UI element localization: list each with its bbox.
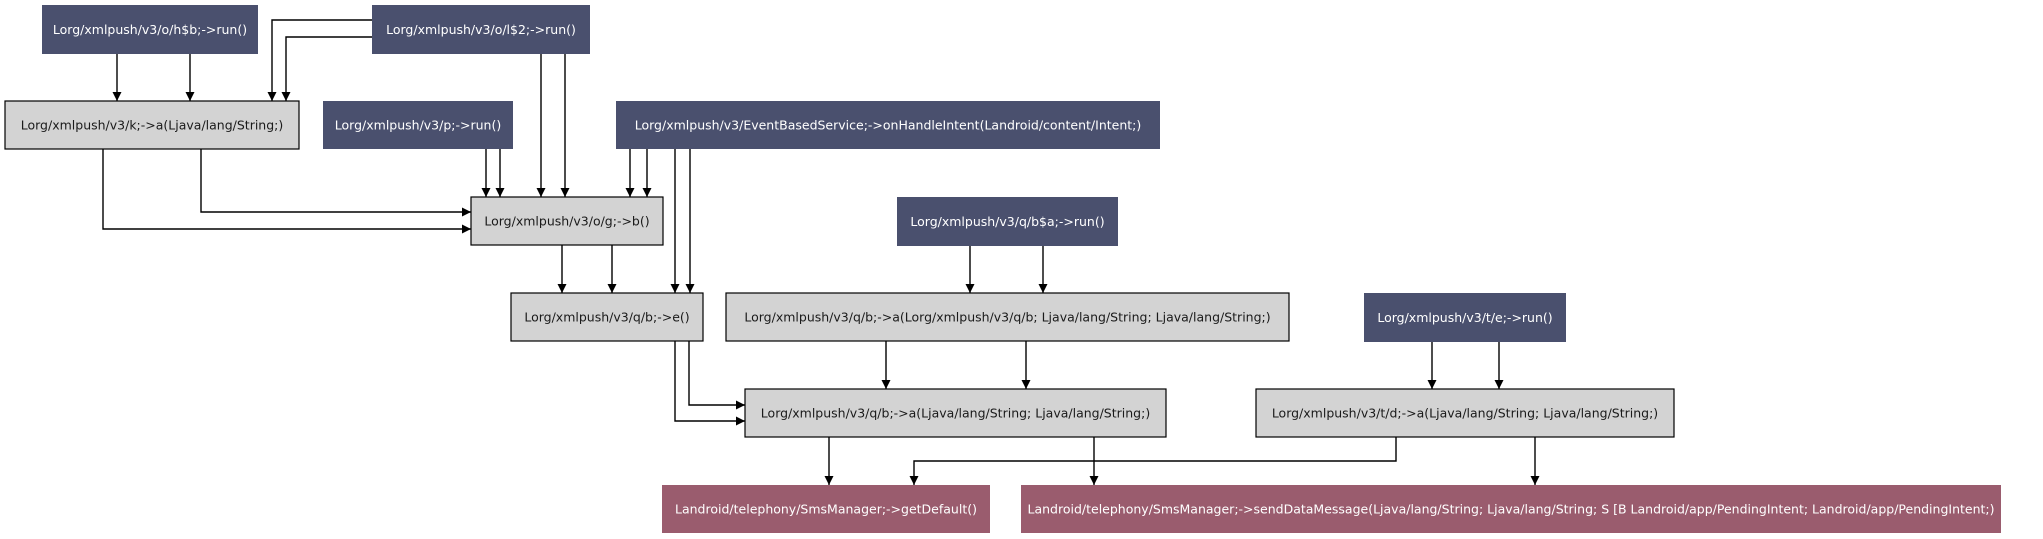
- node-og-b: Lorg/xmlpush/v3/o/g;->b(): [470, 196, 664, 246]
- node-label: Lorg/xmlpush/v3/t/e;->run(): [1377, 310, 1552, 325]
- node-label: Landroid/telephony/SmsManager;->sendData…: [1028, 502, 1995, 517]
- edge-td_a2-to-sms_getdefault: [909, 437, 1397, 485]
- node-qb-e: Lorg/xmlpush/v3/q/b;->e(): [510, 292, 704, 342]
- node-box: [372, 5, 590, 54]
- edge-k_a-to-og_b: [102, 149, 471, 234]
- node-qba-run: Lorg/xmlpush/v3/q/b$a;->run(): [897, 197, 1118, 246]
- edge-qb_e-to-qb_a2: [688, 341, 745, 410]
- node-box: [1255, 388, 1675, 438]
- nodes: Lorg/xmlpush/v3/o/h$b;->run() Lorg/xmlpus…: [4, 5, 2001, 533]
- node-sms-senddata: Landroid/telephony/SmsManager;->sendData…: [1021, 485, 2001, 533]
- node-box: [4, 100, 300, 150]
- node-box: [1021, 485, 2001, 533]
- node-k-a: Lorg/xmlpush/v3/k;->a(Ljava/lang/String;…: [4, 100, 300, 150]
- node-label: Lorg/xmlpush/v3/q/b;->e(): [524, 310, 689, 325]
- node-box: [1364, 293, 1566, 342]
- edges: [102, 19, 1540, 485]
- node-label: Lorg/xmlpush/v3/q/b;->a(Lorg/xmlpush/v3/…: [744, 310, 1270, 325]
- node-box: [42, 5, 258, 54]
- node-box: [662, 485, 990, 533]
- node-box: [510, 292, 704, 342]
- node-label: Lorg/xmlpush/v3/p;->run(): [335, 118, 501, 133]
- node-ol2-run: Lorg/xmlpush/v3/o/l$2;->run(): [372, 5, 590, 54]
- node-label: Lorg/xmlpush/v3/o/h$b;->run(): [53, 22, 247, 37]
- node-box: [470, 196, 664, 246]
- node-box: [897, 197, 1118, 246]
- node-qb-a2: Lorg/xmlpush/v3/q/b;->a(Ljava/lang/Strin…: [744, 388, 1167, 438]
- node-p-run: Lorg/xmlpush/v3/p;->run(): [323, 101, 513, 149]
- node-sms-getdefault: Landroid/telephony/SmsManager;->getDefau…: [662, 485, 990, 533]
- edge-k_a-to-og_b: [200, 149, 471, 217]
- node-label: Lorg/xmlpush/v3/EventBasedService;->onHa…: [635, 118, 1142, 133]
- node-ebs-onhandle: Lorg/xmlpush/v3/EventBasedService;->onHa…: [616, 101, 1160, 149]
- node-qb-a3: Lorg/xmlpush/v3/q/b;->a(Lorg/xmlpush/v3/…: [725, 292, 1290, 342]
- node-label: Lorg/xmlpush/v3/o/g;->b(): [484, 214, 649, 229]
- node-label: Lorg/xmlpush/v3/q/b$a;->run(): [910, 214, 1104, 229]
- edge-ol2_run-to-k_a: [281, 36, 372, 101]
- node-label: Landroid/telephony/SmsManager;->getDefau…: [675, 502, 977, 517]
- edge-ol2_run-to-k_a: [267, 19, 372, 101]
- node-box: [616, 101, 1160, 149]
- node-box: [725, 292, 1290, 342]
- node-ohb-run: Lorg/xmlpush/v3/o/h$b;->run(): [42, 5, 258, 54]
- node-td-a2: Lorg/xmlpush/v3/t/d;->a(Ljava/lang/Strin…: [1255, 388, 1675, 438]
- node-label: Lorg/xmlpush/v3/t/d;->a(Ljava/lang/Strin…: [1272, 406, 1658, 421]
- node-label: Lorg/xmlpush/v3/o/l$2;->run(): [386, 22, 576, 37]
- node-label: Lorg/xmlpush/v3/q/b;->a(Ljava/lang/Strin…: [761, 406, 1150, 421]
- edge-qb_e-to-qb_a2: [674, 341, 745, 426]
- node-te-run: Lorg/xmlpush/v3/t/e;->run(): [1364, 293, 1566, 342]
- node-box: [744, 388, 1167, 438]
- node-box: [323, 101, 513, 149]
- node-label: Lorg/xmlpush/v3/k;->a(Ljava/lang/String;…: [21, 118, 284, 133]
